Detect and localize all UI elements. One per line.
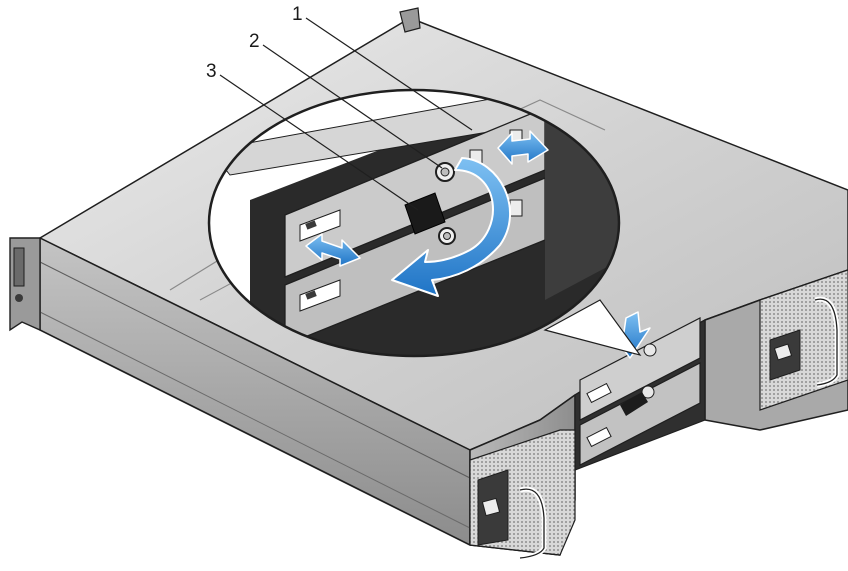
release-latch	[404, 192, 446, 235]
rack-ear-icon	[9, 237, 41, 332]
callout-1: 1	[292, 4, 473, 131]
callout-3-label: 3	[206, 61, 217, 82]
magnified-detail-circle	[207, 88, 621, 358]
rotate-lever-arrow-icon	[391, 157, 511, 297]
slide-double-arrow-icon	[305, 233, 361, 267]
callout-2: 2	[249, 31, 443, 169]
callout-2-label: 2	[249, 31, 260, 52]
slide-double-arrow-icon	[497, 130, 549, 165]
controller-module-upper	[579, 317, 701, 421]
rack-ear-icon	[399, 7, 421, 33]
power-supply-icon	[469, 429, 576, 561]
callout-3: 3	[206, 61, 419, 211]
controller-module-lower	[579, 362, 701, 466]
release-ring	[435, 162, 456, 245]
callout-1-label: 1	[292, 4, 303, 25]
magnifier-beam	[543, 299, 642, 357]
power-supply-icon	[759, 269, 848, 411]
